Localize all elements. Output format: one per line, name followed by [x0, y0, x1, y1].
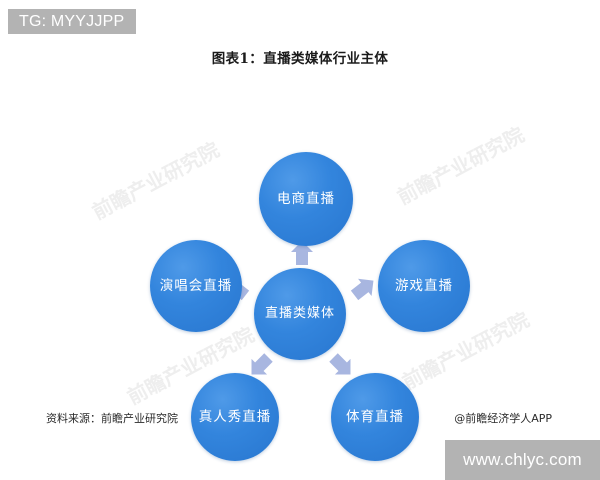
site-watermark-bar: www.chlyc.com [445, 440, 600, 480]
node-sports-live: 体育直播 [331, 373, 419, 461]
background-watermark: 前瞻产业研究院 [393, 122, 529, 210]
arrow-down-left-icon [242, 348, 277, 383]
node-concert-live: 演唱会直播 [150, 240, 242, 332]
source-note: 资料来源：前瞻产业研究院 [46, 412, 178, 425]
node-game-live: 游戏直播 [378, 240, 470, 332]
chart-title: 图表1：直播类媒体行业主体 [211, 51, 389, 67]
background-watermark: 前瞻产业研究院 [88, 137, 224, 225]
site-watermark-text: www.chlyc.com [463, 450, 582, 469]
node-label: 游戏直播 [395, 277, 453, 294]
node-label: 演唱会直播 [159, 277, 233, 294]
node-label: 真人秀直播 [198, 408, 272, 425]
arrow-up-icon [290, 240, 314, 266]
diagram-stage: 前瞻产业研究院 前瞻产业研究院 前瞻产业研究院 前瞻产业研究院 电商直播 游戏直… [0, 70, 600, 461]
uploader-tag: TG: MYYJJPP [8, 9, 137, 34]
app-credit: @前瞻经济学人APP [454, 412, 552, 425]
node-label: 电商直播 [277, 190, 335, 207]
node-label: 体育直播 [346, 408, 404, 425]
arrow-down-right-icon [324, 348, 359, 383]
node-label: 直播类媒体 [264, 305, 335, 321]
node-ecommerce-live: 电商直播 [259, 152, 353, 246]
node-reality-show-live: 真人秀直播 [191, 373, 279, 461]
arrow-up-right-icon [346, 271, 381, 306]
node-center-live-media: 直播类媒体 [254, 268, 346, 360]
